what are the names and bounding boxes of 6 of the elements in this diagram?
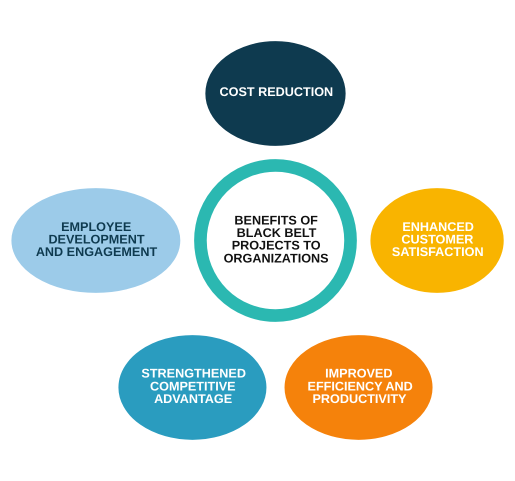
node-ellipse: ENHANCED CUSTOMER SATISFACTION	[370, 188, 504, 293]
node-circle: BENEFITS OF BLACK BELT PROJECTS TO ORGANIZATIONS	[194, 159, 357, 322]
node-ellipse: IMPROVED EFFICIENCY AND PRODUCTIVITY	[284, 335, 433, 440]
node-ellipse: STRENGTHENED COMPETITIVE ADVANTAGE	[118, 335, 266, 440]
node-ellipse: COST REDUCTION	[205, 41, 346, 146]
node-ellipse: EMPLOYEE DEVELOPMENT AND ENGAGEMENT	[11, 188, 180, 293]
